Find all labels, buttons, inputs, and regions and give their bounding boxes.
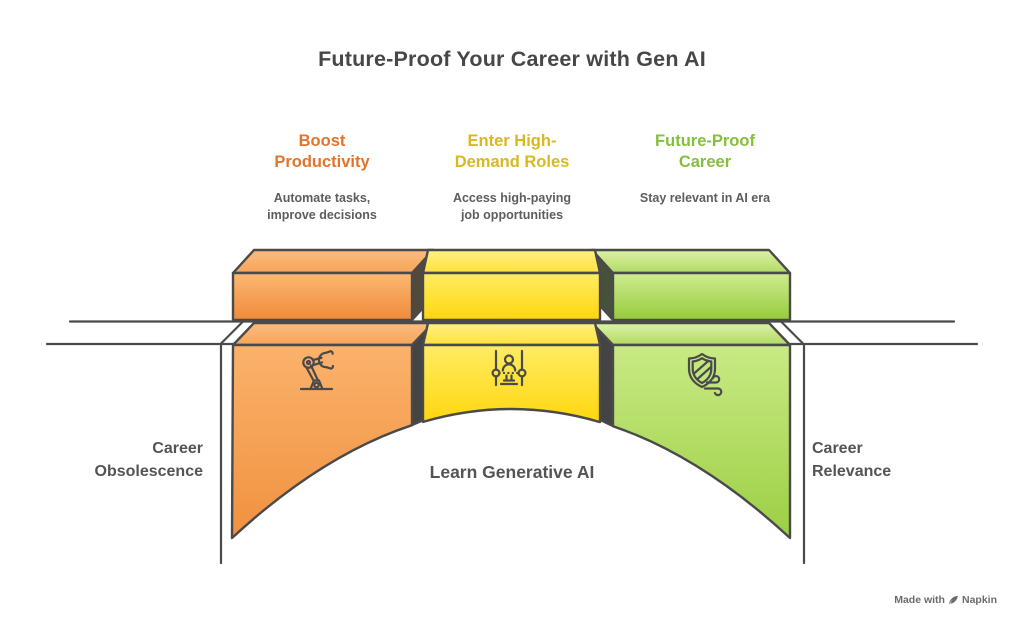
right-bank-label: Career Relevance	[812, 440, 892, 480]
watermark-made-with-text: Made with	[894, 594, 945, 606]
upper-block-orange	[231, 248, 435, 322]
column-description-boost-productivity: Automate tasks, improve decisions	[267, 191, 377, 222]
watermark: Made with Napkin	[894, 594, 997, 606]
block-icons	[299, 349, 723, 397]
column-description-high-demand-roles: Access high-paying job opportunities	[452, 191, 572, 222]
pillar-yellow	[421, 321, 602, 424]
column-heading-boost-productivity: Boost Productivity	[274, 132, 370, 171]
lower-orange-top-face	[231, 321, 435, 347]
column-heading-future-proof-career: Future-Proof Career	[655, 132, 755, 171]
bridge-deck	[45, 320, 979, 565]
lower-yellow-top-face	[421, 321, 602, 347]
page-title: Future-Proof Your Career with Gen AI	[318, 47, 706, 71]
lower-green-top-face	[590, 321, 792, 347]
upper-yellow-front-face	[421, 271, 602, 322]
lower-orange-front-face	[230, 343, 414, 540]
upper-orange-top-face	[231, 248, 435, 275]
left-bank-label: Career Obsolescence	[94, 440, 204, 480]
lower-green-front-face	[611, 343, 792, 540]
deck-left-bevel	[219, 320, 245, 345]
robot-arm-icon	[299, 350, 335, 391]
bridge-center-label: Learn Generative AI	[429, 462, 595, 482]
upper-yellow-top-face	[421, 248, 602, 275]
upper-block-green	[590, 248, 792, 322]
upper-orange-front-face	[231, 271, 414, 322]
watermark-brand-text: Napkin	[961, 594, 997, 606]
deck-right-bevel	[779, 320, 805, 345]
column-description-future-proof-career: Stay relevant in AI era	[639, 191, 771, 205]
column-heading-high-demand-roles: Enter High- Demand Roles	[454, 132, 570, 171]
pillar-green	[590, 321, 792, 540]
upper-block-yellow	[421, 248, 602, 322]
talent-balance-icon	[491, 349, 527, 387]
upper-blocks	[231, 248, 792, 322]
shield-wind-icon	[687, 352, 723, 397]
pillar-orange	[230, 321, 435, 540]
lower-blocks	[230, 321, 792, 540]
upper-green-top-face	[590, 248, 792, 275]
pen-icon	[948, 595, 958, 605]
upper-green-front-face	[611, 271, 792, 322]
